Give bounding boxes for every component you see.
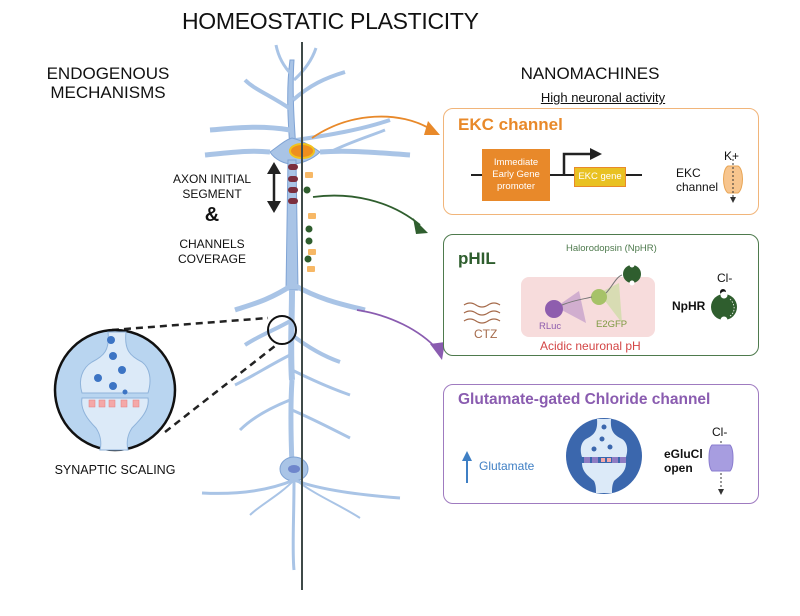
promoter-line: Immediate bbox=[493, 157, 539, 168]
coverage-label-line: CHANNELS bbox=[179, 237, 245, 251]
glutamate-up-arrow-icon bbox=[462, 451, 472, 483]
glucl-box-title: Glutamate-gated Chloride channel bbox=[458, 391, 711, 408]
glucl-cl-ion-label: Cl- bbox=[712, 425, 728, 439]
glucl-arrow bbox=[356, 309, 439, 351]
ais-label: AXON INITIAL SEGMENT bbox=[162, 172, 262, 202]
channels-coverage-label: CHANNELS COVERAGE bbox=[162, 237, 262, 267]
synapse-zoom-marker bbox=[267, 315, 297, 345]
eglucl-label-line: open bbox=[664, 461, 693, 475]
promoter-block: Immediate Early Gene promoter bbox=[482, 149, 550, 201]
promoter-line: Early Gene bbox=[492, 169, 540, 180]
ais-label-line: AXON INITIAL bbox=[172, 172, 252, 186]
ekc-channel-label-line: EKC bbox=[676, 166, 701, 180]
ekc-channel-icon bbox=[723, 159, 743, 203]
phil-arrow bbox=[312, 194, 421, 226]
rluc-protein-icon bbox=[545, 300, 563, 318]
header-line: MECHANISMS bbox=[50, 83, 166, 102]
header-line: ENDOGENOUS bbox=[46, 64, 170, 83]
k-ion-label: K+ bbox=[724, 149, 740, 163]
glucl-synapse-icon bbox=[566, 418, 642, 494]
k-channels bbox=[305, 172, 316, 272]
acidic-ph-label: Acidic neuronal pH bbox=[540, 339, 641, 353]
transcription-arrow-icon bbox=[590, 148, 602, 160]
ekc-arrowhead-icon bbox=[424, 121, 440, 135]
ekc-channel-box: EKC channel Immediate Early Gene promote… bbox=[443, 108, 759, 215]
ekc-channel-label: EKC channel bbox=[676, 166, 718, 194]
npHR-channels bbox=[303, 186, 313, 263]
cl-ion-label: Cl- bbox=[717, 271, 733, 285]
eglucl-label-line: eGluCl bbox=[664, 447, 703, 461]
ctz-waves-icon bbox=[463, 302, 501, 324]
npHR-small-icon bbox=[623, 262, 641, 286]
glucl-arrowhead-icon bbox=[430, 342, 445, 360]
ampersand: & bbox=[204, 204, 220, 226]
ctz-label: CTZ bbox=[474, 327, 498, 341]
promoter-line: promoter bbox=[496, 181, 535, 192]
high-activity-subheader: High neuronal activity bbox=[540, 90, 666, 105]
acidic-ph-region bbox=[521, 277, 655, 337]
endogenous-mechanisms-header: ENDOGENOUS MECHANISMS bbox=[38, 64, 178, 102]
eglucl-label: eGluCl open bbox=[664, 447, 703, 475]
coverage-label-line: COVERAGE bbox=[177, 252, 246, 266]
npHR-label: NpHR bbox=[672, 299, 706, 313]
e2gfp-protein-icon bbox=[591, 289, 607, 305]
neuron-body bbox=[201, 44, 411, 571]
ais-double-arrow-icon bbox=[267, 162, 281, 213]
npHR-large-icon bbox=[711, 289, 737, 324]
eglucl-channel-icon bbox=[708, 441, 734, 495]
synaptic-scaling-label: SYNAPTIC SCALING bbox=[54, 463, 176, 477]
phil-box-title: pHIL bbox=[458, 249, 496, 268]
ekc-channel-label-line: channel bbox=[676, 180, 719, 194]
glucl-illustration bbox=[462, 418, 734, 495]
halorodopsin-label: Halorodopsin (NpHR) bbox=[566, 243, 657, 254]
glucl-box: Glutamate-gated Chloride channel Glutama… bbox=[443, 384, 759, 504]
rluc-label: RLuc bbox=[539, 321, 562, 332]
ekc-arrow bbox=[311, 115, 433, 139]
ais-channels bbox=[288, 164, 298, 204]
diagram-title: HOMEOSTATIC PLASTICITY bbox=[182, 8, 479, 34]
ekc-gene-block: EKC gene bbox=[574, 167, 626, 187]
ais-label-line: SEGMENT bbox=[182, 187, 242, 201]
ekc-box-title: EKC channel bbox=[458, 115, 563, 134]
phil-box: pHIL Halorodopsin (NpHR) CTZ RLuc E2GFP … bbox=[443, 234, 759, 356]
rluc-emission bbox=[556, 291, 586, 323]
e2gfp-label: E2GFP bbox=[596, 319, 628, 330]
glutamate-label: Glutamate bbox=[479, 459, 535, 473]
synapse-magnified-illustration bbox=[53, 328, 177, 452]
phil-arrowhead-icon bbox=[413, 218, 428, 234]
nanomachines-header: NANOMACHINES bbox=[520, 64, 660, 83]
phil-illustration bbox=[463, 262, 737, 324]
